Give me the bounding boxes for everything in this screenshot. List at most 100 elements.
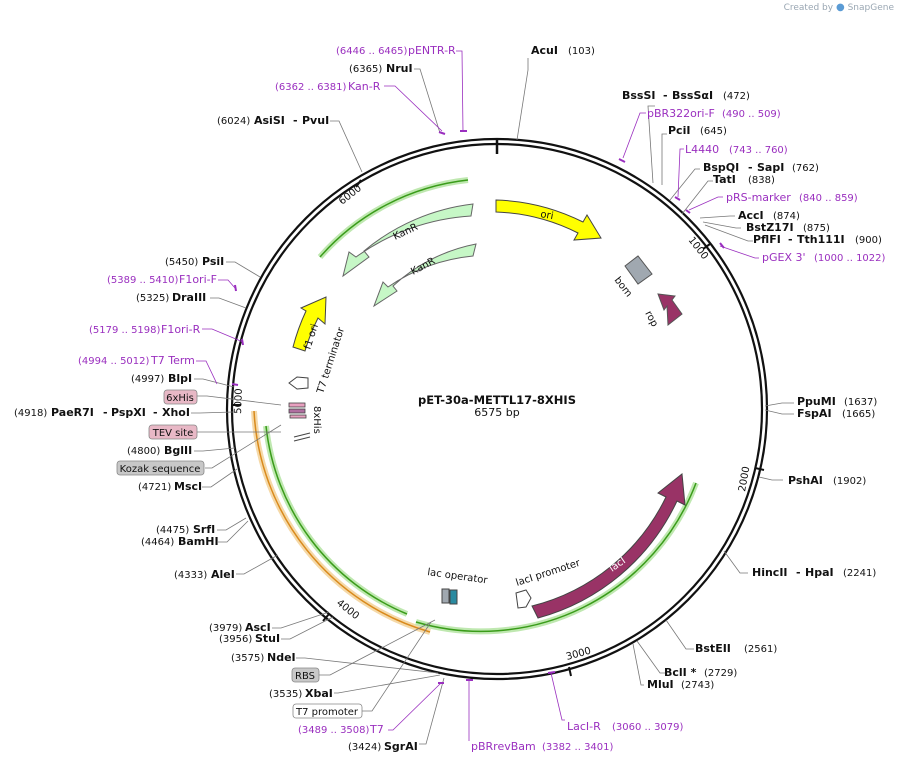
site-bsssi: BssSI: [622, 89, 656, 102]
primer-pbrrevbam-range: (3382 .. 3401): [542, 742, 614, 753]
site-bspqi-pos: (762): [792, 163, 819, 174]
primer-leader-lines: [196, 50, 759, 741]
site-xbai-pos: (3535): [269, 689, 302, 700]
site-xbai: XbaI: [305, 687, 333, 700]
site-hincii-pos: (2241): [843, 568, 876, 579]
primer-labels: (6446 .. 6465) pENTR-R (6362 .. 6381) Ka…: [78, 44, 886, 753]
site-acui-pos: (103): [568, 46, 595, 57]
site-mlui-pos: (2743): [681, 680, 714, 691]
site-leader-lines: [191, 58, 794, 745]
primer-f1ori-f-range: (5389 .. 5410): [107, 275, 179, 286]
site-paer7i-sep1: -: [103, 406, 108, 419]
tick-4000: 4000: [334, 598, 361, 622]
site-psii-pos: (5450): [165, 257, 198, 268]
site-bsteii: BstEII: [695, 642, 731, 655]
site-bstz17i: BstZ17I: [746, 221, 794, 234]
site-ndei: NdeI: [267, 651, 296, 664]
lacI-promoter-feature: [515, 589, 532, 609]
site-bsteii-pos: (2561): [744, 644, 777, 655]
site-acci-pos: (874): [773, 211, 800, 222]
primer-t7term: T7 Term: [150, 354, 195, 367]
primer-prs-marker-range: (840 .. 859): [799, 193, 858, 204]
site-bspqi: BspQI: [703, 161, 739, 174]
orf-arc-top-line: [319, 179, 469, 258]
site-pflfi-sep: -: [788, 233, 793, 246]
site-acci: AccI: [738, 209, 764, 222]
site-bspqi-sep: -: [748, 161, 753, 174]
site-stui-pos: (3956): [219, 634, 252, 645]
primer-f1ori-r-range: (5179 .. 5198): [89, 325, 161, 336]
site-nrui-pos: (6365): [349, 64, 382, 75]
site-pvui: PvuI: [302, 114, 329, 127]
box-leader-lines: [197, 395, 436, 712]
boxed-labels: 6xHis TEV site Kozak sequence RBS T7 pro…: [116, 389, 363, 719]
site-bcli-pos: (2729): [704, 668, 737, 679]
site-msci-pos: (4721): [138, 482, 171, 493]
his-tag-3: [289, 414, 307, 419]
site-bstz17i-pos: (875): [803, 223, 830, 234]
primer-t7term-range: (4994 .. 5012): [78, 356, 150, 367]
site-asci-pos: (3979): [209, 623, 242, 634]
his-tag-1: [288, 402, 306, 408]
site-bsssai: BssSαI: [672, 89, 713, 102]
site-asisi-sep: -: [293, 114, 298, 127]
primer-pbrrevbam: pBRrevBam: [471, 740, 536, 753]
site-labels: AcuI (103) BssSI - BssSαI (472) PciI (64…: [14, 44, 882, 753]
primer-t7-range: (3489 .. 3508): [298, 725, 370, 736]
primer-kan-r: Kan-R: [348, 80, 381, 93]
plasmid-name: pET-30a-METTL17-8XHIS: [418, 393, 576, 407]
plasmid-length: 6575 bp: [474, 406, 519, 419]
site-tati-pos: (838): [748, 175, 775, 186]
primer-l4440: L4440: [685, 143, 719, 156]
site-bcli: BclI *: [664, 666, 697, 679]
lacI-promoter-label: lacI promoter: [515, 557, 583, 588]
primer-l4440-range: (743 .. 760): [729, 145, 788, 156]
orf-arc-left-line: [265, 425, 408, 615]
site-pshai: PshAI: [788, 474, 823, 487]
label-kozak: Kozak sequence: [120, 464, 201, 475]
site-pflfi-pos: (900): [855, 235, 882, 246]
primer-marks: [231, 130, 725, 684]
label-tev-site: TEV site: [152, 428, 194, 439]
primer-laci-r: LacI-R: [567, 720, 601, 733]
site-blpi-pos: (4997): [131, 374, 164, 385]
orf-arc-bottom-line: [415, 482, 697, 633]
site-srfi-pos: (4475): [156, 525, 189, 536]
primer-pentr-r-range: (6446 .. 6465): [336, 46, 408, 57]
kanR-feature-inner: [372, 243, 477, 308]
t7-terminator-feature: [288, 376, 309, 390]
site-sgrai: SgrAI: [384, 740, 418, 753]
site-ndei-pos: (3575): [231, 653, 264, 664]
site-tth111i: Tth111I: [797, 233, 845, 246]
site-bsssi-sep: -: [663, 89, 668, 102]
kanR-feature-outer: [342, 203, 474, 278]
8xhis-label: 8xHis: [311, 406, 322, 434]
site-nrui: NruI: [386, 62, 413, 75]
site-pspxi: PspXI: [111, 406, 146, 419]
site-stui: StuI: [255, 632, 280, 645]
site-pshai-pos: (1902): [833, 476, 866, 487]
credit-prefix: Created by: [783, 3, 834, 13]
site-bglii: BglII: [164, 444, 192, 457]
tick-5000: 5000: [233, 388, 245, 414]
site-hpai: HpaI: [805, 566, 834, 579]
primer-f1ori-f: F1ori-F: [179, 273, 217, 286]
lac-operator-feature-2: [449, 589, 458, 605]
credit-brand: SnapGene: [847, 3, 894, 13]
site-fspai: FspAI: [797, 407, 832, 420]
primer-pbr322ori-f: pBR322ori-F: [647, 107, 715, 120]
site-fspai-pos: (1665): [842, 409, 875, 420]
primer-pgex3-range: (1000 .. 1022): [814, 253, 886, 264]
primer-t7: T7: [369, 723, 384, 736]
his-tag-2: [288, 408, 306, 414]
site-hincii-sep: -: [796, 566, 801, 579]
site-bamhi: BamHI: [178, 535, 219, 548]
label-t7-promoter: T7 promoter: [295, 707, 359, 718]
kanR-label-2: KanR: [409, 256, 437, 278]
bom-label: bom: [612, 275, 634, 299]
site-xhoi: XhoI: [162, 406, 190, 419]
site-paer7i: PaeR7I: [51, 406, 94, 419]
t7-terminator-label: T7 terminator: [315, 325, 347, 396]
site-acui: AcuI: [531, 44, 558, 57]
